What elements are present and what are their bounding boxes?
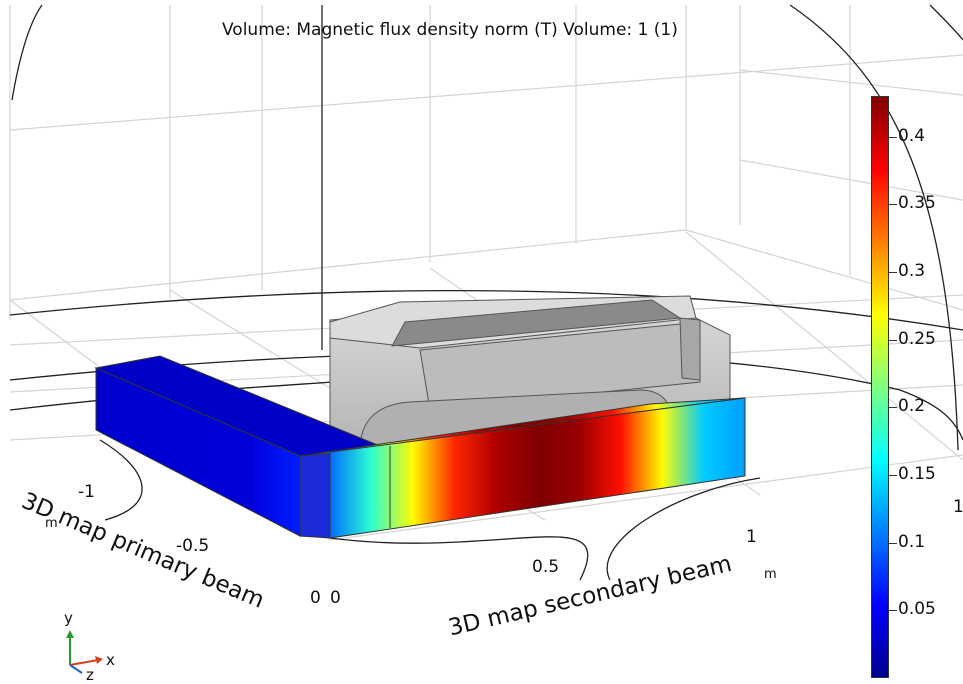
triad-z-axis: [69, 664, 83, 674]
colorbar-tick: [889, 542, 897, 544]
triad-x-axis: [69, 659, 99, 666]
triad-x-label: x: [106, 651, 115, 669]
secondary-unit-label: m: [764, 567, 777, 582]
triad-z-label: z: [86, 666, 94, 684]
colorbar-tick-label: 0.35: [898, 193, 936, 214]
colorbar-tick: [889, 407, 897, 409]
colorbar-tick-label: 0.4: [898, 125, 926, 146]
colorbar-tick: [889, 271, 897, 273]
colorbar-tick: [889, 204, 897, 206]
primary-tick-label: 0: [310, 588, 321, 608]
plot-title: Volume: Magnetic flux density norm (T) V…: [222, 20, 678, 40]
secondary-tick-label: 0: [330, 588, 341, 608]
colorbar-tick-label: 0.15: [898, 463, 936, 484]
edge-tick-label: 1: [953, 497, 963, 517]
colorbar-tick-label: 0.25: [898, 328, 936, 349]
secondary-tick-label: 0.5: [532, 557, 560, 577]
colorbar-tick-label: 0.3: [898, 260, 926, 281]
grid-walls: [9, 5, 963, 320]
colorbar-tick-label: 0.2: [898, 396, 926, 417]
primary-beam: [94, 355, 386, 539]
colorbar-tick: [889, 610, 897, 612]
triad-y-arrow: [66, 630, 74, 638]
colorbar-tick-label: 0.05: [898, 599, 936, 620]
colorbar-tick: [889, 339, 897, 341]
primary-tick-label: -0.5: [176, 536, 210, 556]
colorbar-tick: [889, 474, 897, 476]
primary-unit-label: m: [45, 516, 58, 531]
primary-tick-label: -1: [78, 482, 95, 502]
colorbar-tick: [889, 136, 897, 138]
triad-y-label: y: [64, 609, 73, 627]
secondary-beam: [299, 397, 746, 539]
colorbar-tick-label: 0.1: [898, 531, 926, 552]
triad-x-arrow: [95, 656, 103, 664]
axis-triad: [66, 630, 103, 674]
colorbar: [871, 96, 889, 678]
secondary-tick-label: 1: [746, 527, 757, 547]
